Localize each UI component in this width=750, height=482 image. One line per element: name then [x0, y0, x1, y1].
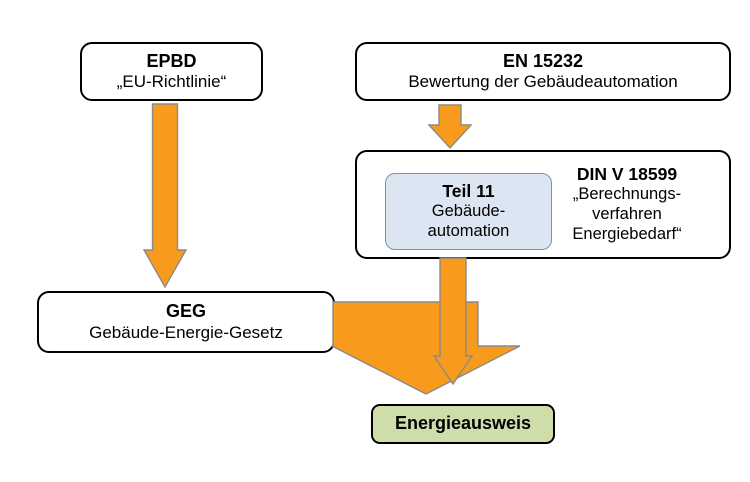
arrow-geg-to-energieausweis-shape: [331, 301, 521, 395]
node-en-15232-subtitle: Bewertung der Gebäudeautomation: [408, 72, 678, 92]
node-teil-11-line2: Gebäude-: [431, 202, 506, 221]
node-en-15232-title: EN 15232: [502, 50, 584, 71]
node-din-v-18599-text: DIN V 18599 „Berechnungs- verfahren Ener…: [539, 164, 715, 244]
node-din-v-18599[interactable]: Teil 11 Gebäude- automation DIN V 18599 …: [355, 150, 731, 259]
node-geg-title: GEG: [165, 301, 206, 322]
arrow-din-v-18599-to-energieausweis-shape: [432, 257, 474, 386]
node-energieausweis-label: Energieausweis: [394, 413, 532, 434]
arrow-din-v-18599-to-energieausweis: [432, 257, 474, 386]
node-teil-11[interactable]: Teil 11 Gebäude- automation: [385, 173, 552, 250]
node-din-v-18599-line4: Energiebedarf“: [572, 224, 682, 243]
node-en-15232[interactable]: EN 15232 Bewertung der Gebäudeautomation: [355, 42, 731, 101]
arrow-epbd-to-geg: [142, 103, 188, 289]
node-epbd[interactable]: EPBD „EU-Richtlinie“: [80, 42, 263, 101]
arrow-epbd-to-geg-shape: [142, 103, 188, 289]
node-din-v-18599-line3: verfahren: [592, 205, 662, 224]
node-teil-11-title: Teil 11: [442, 181, 495, 202]
node-geg[interactable]: GEG Gebäude-Energie-Gesetz: [37, 291, 335, 353]
node-geg-subtitle: Gebäude-Energie-Gesetz: [89, 322, 283, 342]
node-energieausweis[interactable]: Energieausweis: [371, 404, 555, 444]
node-din-v-18599-title: DIN V 18599: [576, 164, 678, 185]
node-epbd-title: EPBD: [146, 50, 197, 71]
node-din-v-18599-line2: „Berechnungs-: [572, 185, 682, 204]
arrow-en-15232-to-din-v-18599: [427, 104, 473, 150]
node-epbd-subtitle: „EU-Richtlinie“: [116, 72, 227, 92]
node-teil-11-line3: automation: [427, 222, 510, 240]
arrow-en-15232-to-din-v-18599-shape: [427, 104, 473, 150]
arrow-geg-to-energieausweis: [331, 301, 521, 395]
